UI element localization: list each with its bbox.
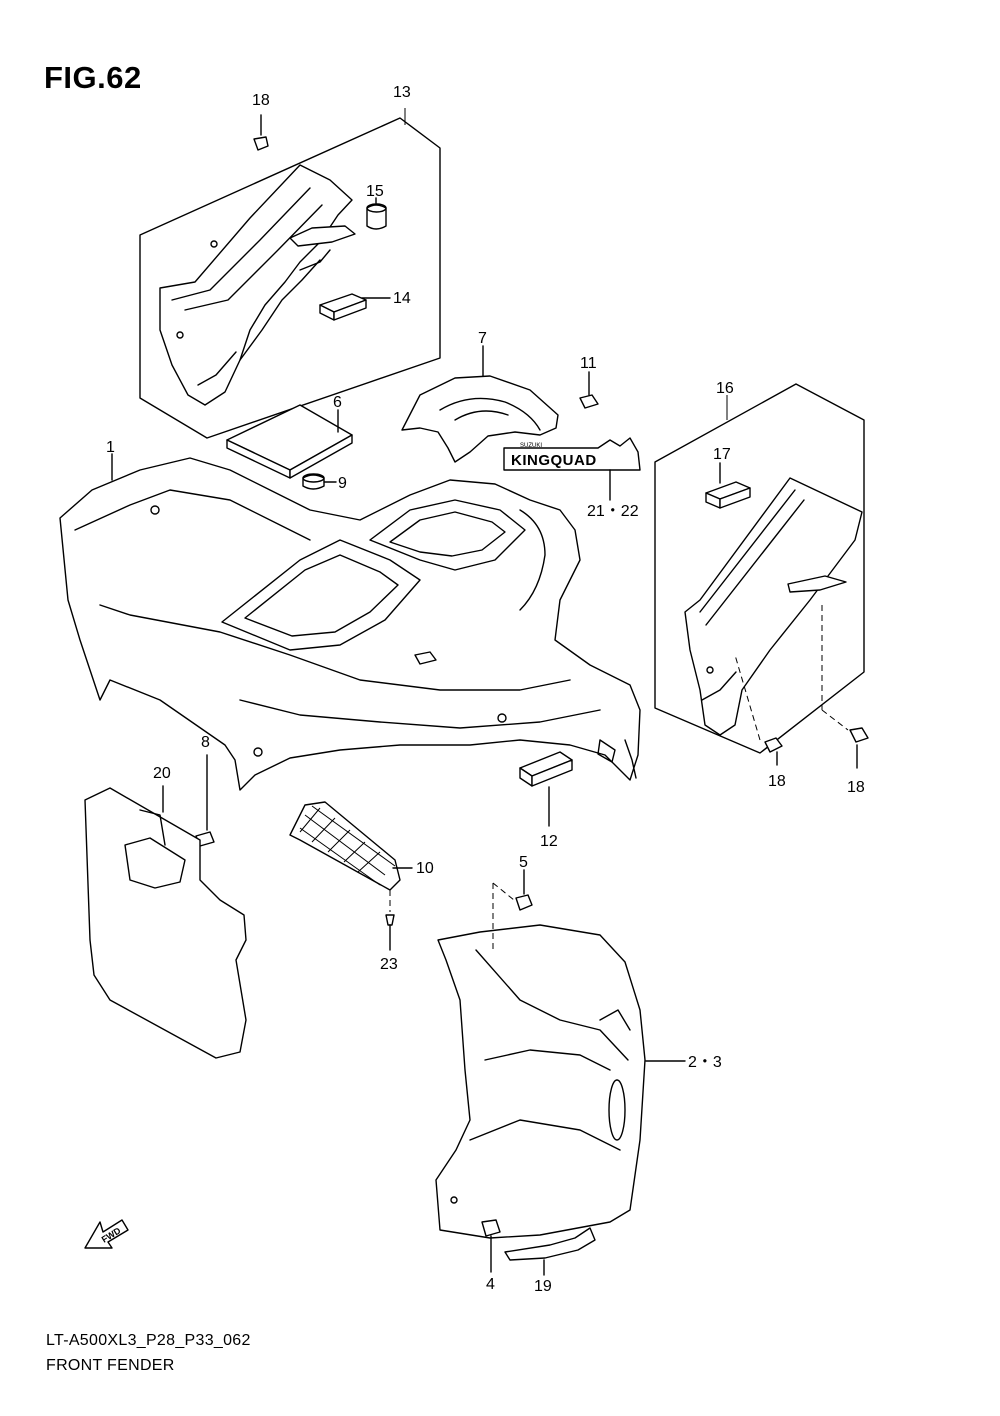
part-8-bolt (195, 754, 215, 847)
callout-1: 1 (106, 439, 115, 456)
callout-11: 11 (580, 355, 597, 372)
part-20-inner-panel (84, 785, 247, 1059)
callout-12: 12 (540, 833, 558, 850)
part-9-grommet (302, 473, 325, 490)
callout-18-right-b: 18 (847, 779, 865, 796)
part-18-bolt-right-b (821, 605, 869, 769)
part-17-pad (705, 481, 751, 509)
callout-21-22: 21・22 (587, 503, 639, 520)
decal-brand-text: SUZUKI (520, 443, 542, 449)
part-18-bolt-top (253, 114, 269, 151)
part-13-side-panel (159, 164, 356, 406)
callout-18-right-a: 18 (768, 773, 786, 790)
callout-6: 6 (333, 394, 342, 411)
leader-lines (111, 197, 721, 827)
part-23-screw (385, 890, 395, 951)
callout-15: 15 (366, 183, 384, 200)
part-15-grommet (366, 203, 387, 230)
part-1-front-fender (59, 457, 641, 791)
callout-23: 23 (380, 956, 398, 973)
figure-title: FIG.62 (44, 60, 142, 95)
callout-18-top: 18 (252, 92, 270, 109)
part-16-side-panel (684, 477, 863, 736)
callout-17: 17 (713, 446, 731, 463)
callout-labels: 1 2・3 4 5 6 7 8 9 10 11 12 13 14 15 16 1… (106, 84, 865, 1295)
part-11-bolt (579, 371, 599, 409)
callout-10: 10 (416, 860, 434, 877)
callout-2-3: 2・3 (688, 1054, 722, 1071)
part-2-3-inner-fender (435, 924, 686, 1239)
part-7-center-cover (401, 375, 559, 463)
part-6-pad (226, 404, 353, 479)
part-12-pad (519, 751, 573, 787)
callout-8: 8 (201, 734, 210, 751)
part-4-clip (481, 1219, 501, 1273)
callout-7: 7 (478, 330, 487, 347)
part-16-group-box (654, 383, 865, 754)
part-5-clip (492, 869, 533, 950)
callout-9: 9 (338, 475, 347, 492)
callout-19: 19 (534, 1278, 552, 1295)
part-18-bolt-right-a (734, 654, 783, 766)
callout-5: 5 (519, 854, 528, 871)
part-19-trim (504, 1227, 596, 1276)
fwd-arrow-icon: FWD (84, 1219, 129, 1249)
part-10-grille (289, 801, 413, 891)
callout-20: 20 (153, 765, 171, 782)
decal-text: KINGQUAD (511, 452, 597, 469)
callout-14: 14 (393, 290, 411, 307)
callout-4: 4 (486, 1276, 495, 1293)
model-code: LT-A500XL3_P28_P33_062 (46, 1332, 251, 1349)
part-13-group-box (139, 108, 441, 439)
callout-16: 16 (716, 380, 734, 397)
part-21-22-decal: KINGQUAD SUZUKI (503, 437, 641, 471)
callout-13: 13 (393, 84, 411, 101)
part-14-pad (319, 293, 367, 321)
figure-name: FRONT FENDER (46, 1357, 175, 1374)
